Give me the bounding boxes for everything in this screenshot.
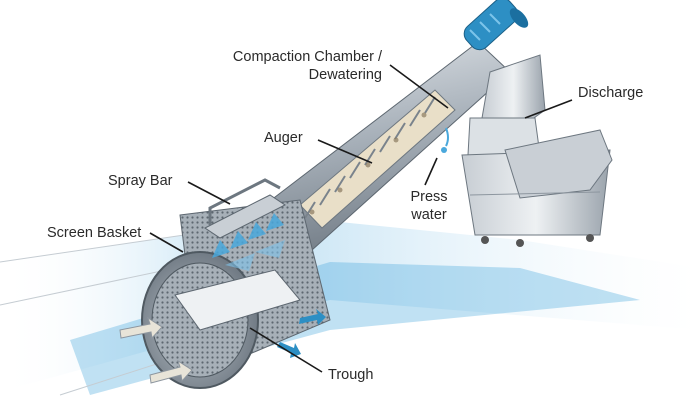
label-compaction-line2: Dewatering [308, 67, 382, 83]
leader-lines [149, 64, 573, 373]
auger-screw [304, 96, 436, 219]
label-press-line1: Press [410, 189, 448, 205]
label-spray-bar: Spray Bar [108, 173, 173, 189]
drive-motor [463, 0, 529, 51]
label-screen-basket: Screen Basket [47, 225, 142, 241]
label-compaction-chamber: Compaction Chamber / Dewatering [200, 48, 382, 84]
label-trough: Trough [328, 367, 374, 383]
trough [174, 269, 301, 331]
label-compaction-line1: Compaction Chamber / [232, 49, 382, 65]
screen-basket-drum [119, 178, 331, 389]
label-press-water: Press water [398, 188, 460, 224]
discharge-bin [461, 54, 613, 247]
spray-bar [204, 194, 286, 239]
label-press-line2: water [411, 207, 447, 223]
label-auger: Auger [264, 130, 303, 146]
label-discharge: Discharge [578, 85, 644, 101]
compaction-tube [244, 41, 511, 269]
